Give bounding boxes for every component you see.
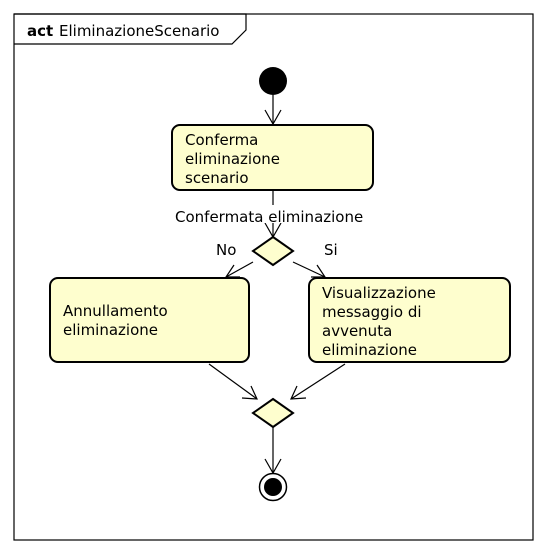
action-cancel-line-1: Annullamento <box>63 302 168 320</box>
edge-decision-to-cancel <box>225 261 254 278</box>
frame-keyword: act <box>27 22 53 40</box>
guard-confirmed-bg <box>176 205 366 223</box>
action-cancel-deletion <box>49 277 250 363</box>
edge-cancel-to-merge <box>208 363 258 400</box>
action-show-done-line-2: messaggio di <box>322 303 422 321</box>
guard-confirmed-label: Confermata eliminazione <box>175 208 363 226</box>
action-confirm-line-2: eliminazione <box>185 150 280 168</box>
action-show-done-line-3: avvenuta <box>322 322 392 340</box>
action-show-deletion-done <box>308 277 511 363</box>
action-show-done-line-4: eliminazione <box>322 341 417 359</box>
edge-show-done-to-merge <box>290 363 346 400</box>
decision-node <box>251 235 295 267</box>
action-show-done-line-1: Visualizzazione <box>322 284 436 302</box>
frame-tab <box>14 13 247 45</box>
arrowhead-show-done-to-merge <box>290 385 307 400</box>
action-cancel-label: Annullamento eliminazione <box>63 302 173 339</box>
action-confirm-line-3: scenario <box>185 169 249 187</box>
frame-title: EliminazioneScenario <box>59 22 219 40</box>
guard-no-label: No <box>216 241 236 259</box>
initial-node <box>259 67 287 95</box>
edge-decision-to-show-done <box>292 261 326 278</box>
action-confirm-line-1: Conferma <box>185 131 258 149</box>
final-node-core <box>264 478 282 496</box>
action-confirm-label: Conferma eliminazione scenario <box>185 131 285 187</box>
action-cancel-line-2: eliminazione <box>63 321 158 339</box>
action-show-done-label: Visualizzazione messaggio di avvenuta el… <box>322 284 441 359</box>
arrowhead-cancel-to-merge <box>241 385 258 400</box>
guard-yes-label: Si <box>324 241 338 259</box>
